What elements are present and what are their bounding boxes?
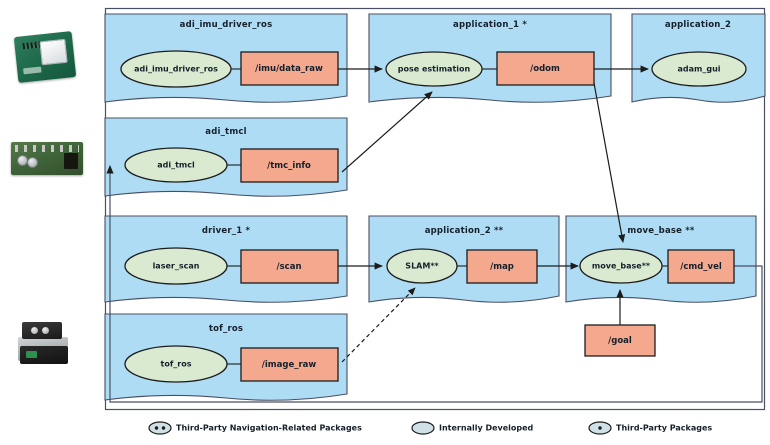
topic-label-goal: /goal xyxy=(608,336,632,346)
node-label-adi-tmcl: adi_tmcl xyxy=(157,160,195,170)
package-title-application-2-slam: application_2 ** xyxy=(424,226,504,236)
topic-label-odom: /odom xyxy=(530,64,560,74)
package-title-application-1: application_1 * xyxy=(453,20,527,30)
node-label-slam: SLAM** xyxy=(405,261,439,271)
topic-odom[interactable] xyxy=(496,51,595,86)
legend-marker-internally-developed xyxy=(411,421,435,435)
topic-label-map: /map xyxy=(490,262,514,272)
tof-camera-lens xyxy=(31,327,38,334)
topic-scan[interactable] xyxy=(240,249,339,284)
package-box-driver-1 xyxy=(104,215,348,303)
node-tof-ros[interactable] xyxy=(124,345,228,383)
topic-tmc-info[interactable] xyxy=(240,148,339,183)
node-adi-imu-driver-ros[interactable] xyxy=(120,50,232,88)
topic-image-raw[interactable] xyxy=(240,347,339,382)
node-adam-gui[interactable] xyxy=(651,51,747,87)
diagram-outer-frame xyxy=(104,7,766,411)
tof-camera-base xyxy=(20,346,68,364)
node-label-move-base: move_base** xyxy=(591,261,651,271)
node-label-laser-scan: laser_scan xyxy=(152,261,200,271)
edge-image-raw-to-slam-dashed xyxy=(341,287,416,363)
package-title-adi-imu-driver-ros: adi_imu_driver_ros xyxy=(179,20,273,30)
topic-label-scan: /scan xyxy=(276,262,302,272)
tof-camera-photo xyxy=(18,322,72,366)
topic-imu-data-raw[interactable] xyxy=(240,51,339,86)
edge-tmc-info-to-pose-estimation xyxy=(341,91,433,173)
topic-cmd-vel[interactable] xyxy=(667,249,735,284)
package-title-driver-1: driver_1 * xyxy=(201,226,251,236)
node-laser-scan[interactable] xyxy=(124,247,228,285)
topic-goal[interactable] xyxy=(584,324,656,357)
node-label-adam-gui: adam_gui xyxy=(677,64,721,74)
legend-label-third-party-navigation: Third-Party Navigation-Related Packages xyxy=(176,423,362,433)
package-box-application-2-gui xyxy=(631,13,766,103)
package-title-application-2-gui: application_2 xyxy=(664,20,732,30)
legend-label-third-party: Third-Party Packages xyxy=(616,423,713,433)
node-label-adi-imu-driver-ros: adi_imu_driver_ros xyxy=(134,64,218,74)
package-box-adi-tmcl xyxy=(104,117,348,197)
motor-driver-photo xyxy=(11,142,83,175)
package-box-move-base xyxy=(565,215,757,303)
package-title-adi-tmcl: adi_tmcl xyxy=(205,127,247,137)
legend-marker-third-party xyxy=(588,421,612,435)
topic-label-image-raw: /image_raw xyxy=(261,360,317,370)
package-title-move-base: move_base ** xyxy=(627,226,695,236)
edge-odom-to-move-base xyxy=(593,82,626,243)
node-label-tof-ros: tof_ros xyxy=(160,359,192,369)
edge-cmd-vel-feedback-loop xyxy=(109,172,763,403)
legend-label-internally-developed: Internally Developed xyxy=(439,423,534,433)
node-label-pose-estimation: pose estimation xyxy=(397,64,471,74)
node-slam[interactable] xyxy=(386,248,458,284)
node-move-base[interactable] xyxy=(579,248,663,284)
node-adi-tmcl[interactable] xyxy=(124,147,228,183)
topic-label-cmd-vel: /cmd_vel xyxy=(680,262,722,272)
tof-camera-lens xyxy=(42,327,49,334)
node-pose-estimation[interactable] xyxy=(385,51,483,87)
motor-driver-ic xyxy=(64,153,78,169)
topic-map[interactable] xyxy=(466,249,538,284)
package-box-application-2-slam xyxy=(368,215,560,303)
imu-sensor-photo xyxy=(13,31,77,83)
topic-label-imu-data-raw: /imu/data_raw xyxy=(255,64,323,74)
package-box-adi-imu-driver-ros xyxy=(104,13,348,103)
package-box-application-1 xyxy=(368,13,612,103)
package-title-tof-ros: tof_ros xyxy=(208,324,244,334)
motor-driver-capacitor xyxy=(27,157,38,168)
motor-driver-header-pins xyxy=(15,145,79,152)
legend-marker-third-party-navigation xyxy=(148,421,172,435)
imu-silkscreen xyxy=(23,66,42,75)
package-box-tof-ros xyxy=(104,313,348,401)
imu-sensor-chip xyxy=(39,38,68,66)
topic-label-tmc-info: /tmc_info xyxy=(267,161,311,171)
tof-camera-connector xyxy=(26,351,37,358)
